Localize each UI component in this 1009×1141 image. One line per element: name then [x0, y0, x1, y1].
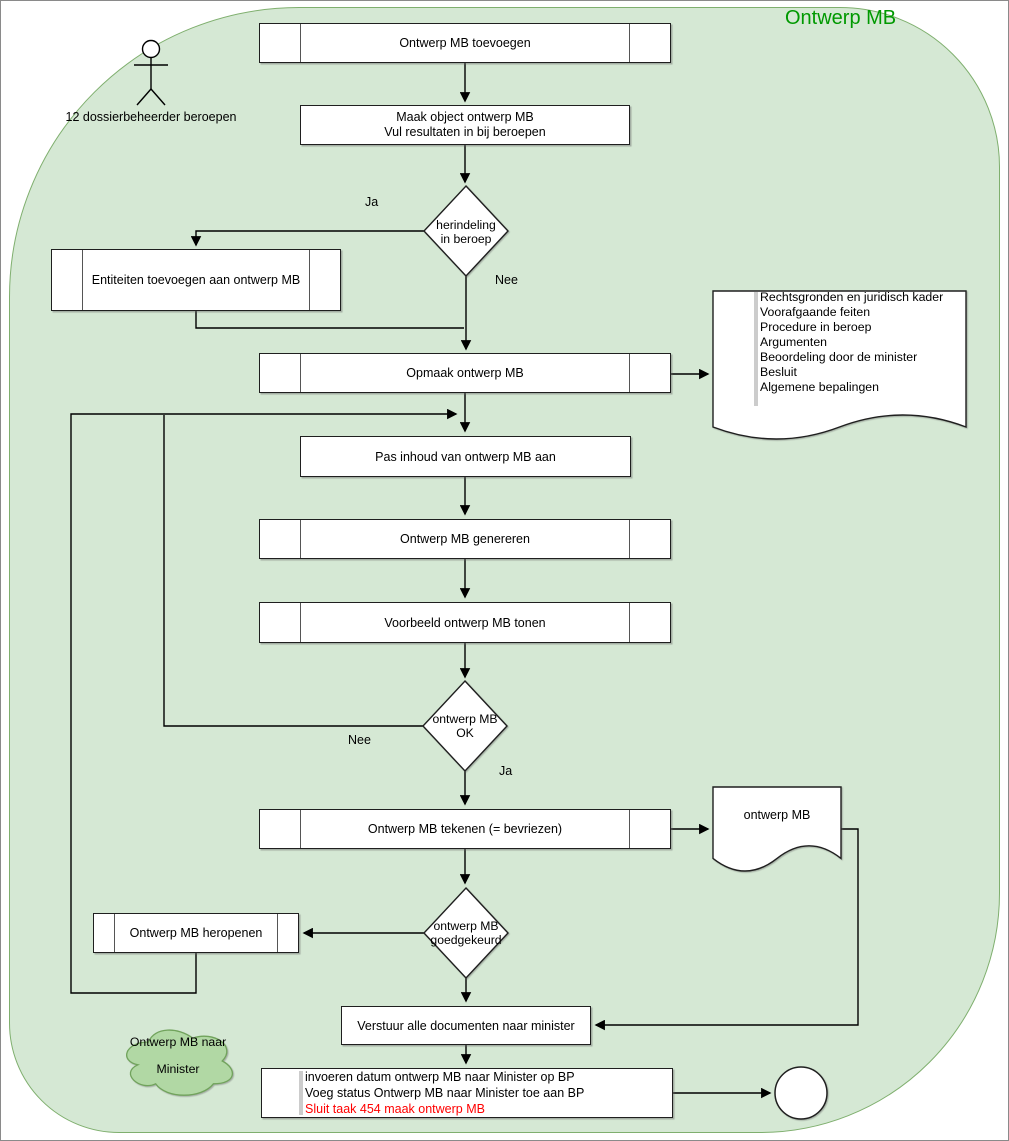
task-label-line2: Vul resultaten in bij beroepen [384, 125, 546, 139]
document-opmaak-contents [712, 290, 967, 440]
subprocess-divider [82, 250, 83, 310]
subprocess-divider [114, 914, 115, 952]
document-item: Argumenten [760, 335, 827, 349]
task-afsluiting-bp: invoeren datum ontwerp MB naar Minister … [261, 1068, 673, 1118]
task-label: Maak object ontwerp MB Vul resultaten in… [384, 110, 545, 141]
cloud-ontwerp-mb-naar-minister [126, 1029, 233, 1096]
task-voorbeeld-tonen: Voorbeeld ontwerp MB tonen [259, 602, 671, 643]
subprocess-divider [629, 354, 630, 392]
decision-label-line1: herindeling [436, 218, 496, 232]
cloud-label-line2: Minister [156, 1062, 200, 1076]
decision-ontwerp-mb-ok [422, 679, 508, 773]
document-item: Procedure in beroep [760, 320, 872, 334]
decision-label-line2: goedgekeurd [430, 933, 502, 948]
task-label: Ontwerp MB toevoegen [399, 36, 531, 50]
end-node [774, 1066, 828, 1120]
decision-label-herindeling: herindeling in beroep [424, 218, 508, 247]
subprocess-divider [277, 914, 278, 952]
task-ontwerp-mb-heropenen: Ontwerp MB heropenen [93, 913, 299, 953]
edge-label-nee: Nee [495, 273, 518, 287]
subprocess-divider [629, 24, 630, 62]
subprocess-divider [629, 810, 630, 848]
decision-label-line1: ontwerp MB [433, 919, 499, 933]
document-contents-list: Rechtsgronden en juridisch kader Voorafg… [760, 290, 946, 395]
decision-label-line1: ontwerp MB [432, 712, 498, 726]
document-item: Voorafgaande feiten [760, 305, 871, 319]
task-ontwerp-mb-toevoegen: Ontwerp MB toevoegen [259, 23, 671, 63]
document-item: Besluit [760, 365, 797, 379]
task-entiteiten-toevoegen: Entiteiten toevoegen aan ontwerp MB [51, 249, 341, 311]
edge-label-nee: Nee [348, 733, 371, 747]
task-label-line2: Voeg status Ontwerp MB naar Minister toe… [305, 1085, 585, 1100]
document-ontwerp-mb-label: ontwerp MB [743, 808, 811, 822]
text-highlight-bar [299, 1071, 303, 1115]
task-label: Opmaak ontwerp MB [406, 366, 524, 380]
task-label: Verstuur alle documenten naar minister [357, 1018, 575, 1033]
task-label-line1: invoeren datum ontwerp MB naar Minister … [305, 1069, 575, 1084]
task-label: Ontwerp MB tekenen (= bevriezen) [367, 822, 563, 836]
document-ontwerp-mb [712, 786, 842, 872]
subprocess-divider [300, 810, 301, 848]
task-label: Pas inhoud van ontwerp MB aan [375, 449, 556, 464]
document-item: Beoordeling door de minister [760, 350, 918, 364]
edge-herindeling-ja-entiteiten [190, 230, 424, 247]
task-ontwerp-mb-tekenen: Ontwerp MB tekenen (= bevriezen) [259, 809, 671, 849]
actor-icon [134, 39, 168, 106]
task-ontwerp-mb-genereren: Ontwerp MB genereren [259, 519, 671, 559]
task-pas-inhoud-aan: Pas inhoud van ontwerp MB aan [300, 436, 631, 477]
document-item: Algemene bepalingen [760, 380, 879, 394]
diagram-title: Ontwerp MB [785, 7, 897, 29]
subprocess-divider [629, 603, 630, 642]
task-label: Ontwerp MB genereren [400, 532, 530, 546]
text-highlight-bar [754, 292, 758, 406]
edge-entiteiten-join [195, 311, 464, 329]
decision-label-line2: OK [456, 726, 474, 741]
edge-doc-verstuur [594, 828, 859, 1031]
actor-label: 12 dossierbeheerder beroepen [65, 110, 237, 124]
decision-label-ok: ontwerp MB OK [420, 712, 510, 741]
task-label: invoeren datum ontwerp MB naar Minister … [262, 1069, 672, 1118]
task-label: Entiteiten toevoegen aan ontwerp MB [91, 273, 301, 287]
connectors [70, 63, 859, 1099]
cloud-label-line1: Ontwerp MB naar [129, 1035, 227, 1049]
subprocess-divider [309, 250, 310, 310]
subprocess-divider [300, 24, 301, 62]
decision-ontwerp-mb-goedgekeurd [423, 886, 509, 980]
task-label: Voorbeeld ontwerp MB tonen [384, 615, 546, 630]
subprocess-divider [300, 354, 301, 392]
task-label-line3-red: Sluit taak 454 maak ontwerp MB [305, 1102, 485, 1117]
edge-heropenen-loop [70, 408, 458, 994]
edge-label-ja: Ja [365, 195, 379, 209]
task-verstuur-documenten: Verstuur alle documenten naar minister [341, 1006, 591, 1045]
edge-label-ja: Ja [499, 764, 513, 778]
subprocess-divider [300, 603, 301, 642]
edge-ok-nee-loop [163, 415, 423, 727]
task-label: Ontwerp MB heropenen [129, 926, 263, 940]
decision-herindeling-in-beroep [423, 184, 509, 278]
subprocess-divider [629, 520, 630, 558]
decision-label-line2: in beroep [440, 232, 492, 247]
task-opmaak-ontwerp-mb: Opmaak ontwerp MB [259, 353, 671, 393]
subprocess-divider [300, 520, 301, 558]
task-maak-object-ontwerp-mb: Maak object ontwerp MB Vul resultaten in… [300, 105, 630, 145]
task-label-line1: Maak object ontwerp MB [396, 109, 534, 124]
decision-label-goedgekeurd: ontwerp MB goedgekeurd [415, 919, 517, 948]
document-item: Rechtsgronden en juridisch kader [760, 290, 944, 304]
